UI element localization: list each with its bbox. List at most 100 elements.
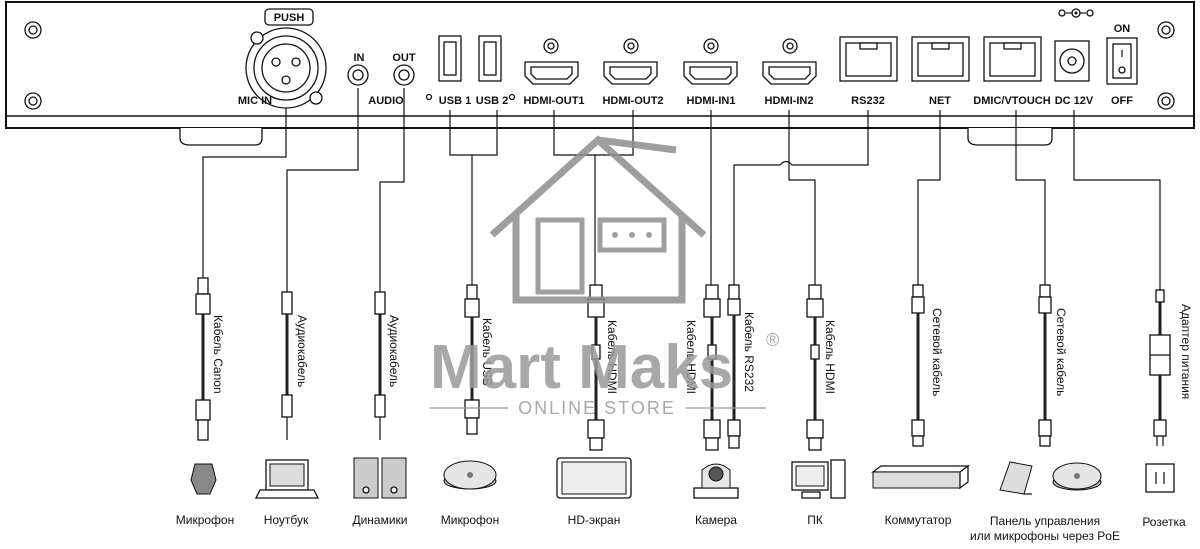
cable-label-rs232: Кабель RS232 — [742, 312, 756, 392]
device-label-laptop: Ноутбук — [264, 513, 309, 527]
xlr-port-icon: PUSH — [245, 8, 327, 109]
device-label-hd-screen: HD-экран — [568, 513, 621, 527]
microphone-icon — [190, 463, 217, 495]
cable-label-hdmi2: Кабель HDMI — [684, 320, 698, 394]
port-label-net: NET — [929, 95, 951, 107]
cable-label-network2: Сетевой кабель — [1054, 308, 1068, 396]
device-label-speakers: Динамики — [352, 513, 407, 527]
house-logo-icon — [489, 135, 707, 304]
cables — [195, 277, 1171, 451]
device-label-panel-line1: Панель управления — [990, 514, 1100, 528]
hdmi-cable-icon — [806, 284, 824, 451]
port-label-usb1: USB 1 — [439, 95, 471, 107]
device-label-microphone2: Микрофон — [441, 513, 499, 527]
conference-microphone-icon — [443, 460, 497, 490]
cable-label-audio1: Аудиокабель — [295, 315, 309, 387]
power-socket-icon — [1145, 463, 1175, 493]
hdmi-cable-icon — [587, 284, 605, 451]
hdmi-port-icon — [762, 38, 817, 85]
conference-microphone-icon — [1052, 462, 1102, 491]
line-mic-in — [202, 108, 287, 278]
line-net — [917, 110, 941, 285]
screw-icon — [24, 92, 42, 110]
line-usb-bridge — [449, 110, 498, 156]
network-switch-icon — [871, 464, 970, 490]
device-label-switch: Коммутатор — [885, 513, 952, 527]
audio-jack-icon — [393, 64, 415, 86]
hd-screen-icon — [556, 457, 632, 499]
line-rs232 — [733, 110, 869, 285]
device-label-pc: ПК — [807, 513, 823, 527]
cable-label-audio2: Аудиокабель — [387, 315, 401, 387]
line-audio-in — [286, 88, 359, 278]
cable-label-hdmi3: Кабель HDMI — [823, 320, 837, 394]
audio-cable-icon — [374, 278, 386, 440]
port-label-dmic-vtouch: DMIC/VTOUCH — [973, 95, 1050, 107]
devices: Микрофон Ноутбук Динамики Микрофон HD-эк… — [176, 457, 1186, 543]
push-label: PUSH — [274, 12, 305, 24]
camera-icon — [693, 463, 739, 499]
port-label-hdmi-in2: HDMI-IN2 — [765, 95, 814, 107]
screw-icon — [1157, 92, 1175, 110]
port-label-hdmi-out1: HDMI-OUT1 — [523, 95, 584, 107]
watermark-tagline: ONLINE STORE — [518, 398, 676, 418]
pc-icon — [791, 459, 846, 499]
port-label-audio: AUDIO — [368, 95, 404, 107]
device-back-panel: PUSH MIC IN IN OUT AUDIO USB 1 USB 2 — [5, 1, 1195, 146]
laptop-icon — [254, 459, 320, 499]
network-cable-icon — [1038, 284, 1052, 447]
power-off-label: OFF — [1111, 95, 1133, 107]
line-dc12v — [1073, 110, 1161, 280]
cable-label-usb: Кабель USB — [480, 318, 494, 386]
hdmi-cable-icon — [703, 284, 721, 451]
audio-cable-icon — [281, 278, 293, 440]
port-label-hdmi-out2: HDMI-OUT2 — [602, 95, 663, 107]
port-label-audio-out: OUT — [392, 52, 416, 64]
xlr-cable-icon — [195, 277, 211, 441]
port-label-mic-in: MIC IN — [238, 95, 272, 107]
device-foot-right — [967, 128, 1053, 146]
usb-port-icon — [478, 35, 502, 82]
rj45-port-icon — [983, 36, 1042, 82]
line-hdmi-in2 — [788, 110, 816, 285]
port-label-rs232: RS232 — [851, 95, 885, 107]
device-foot-left — [179, 128, 263, 146]
device-label-panel-line2: или микрофоны через PoE — [970, 529, 1120, 543]
network-cable-icon — [911, 284, 925, 447]
cable-label-power-adapter: Адаптер питания — [1179, 304, 1193, 399]
cable-label-canon: Кабель Canon — [211, 315, 225, 394]
port-label-dc12v: DC 12V — [1055, 95, 1094, 107]
watermark-registered: ® — [766, 330, 781, 350]
port-label-audio-in: IN — [354, 52, 365, 64]
power-on-label: ON — [1114, 23, 1131, 35]
screw-icon — [24, 21, 42, 39]
power-adapter-icon — [1149, 280, 1171, 446]
device-label-camera: Камера — [695, 513, 737, 527]
dc-power-port-icon — [1054, 40, 1090, 82]
rj45-port-icon — [911, 36, 970, 82]
cable-label-hdmi1: Кабель HDMI — [605, 320, 619, 394]
watermark: Mart Maks ® ONLINE STORE — [430, 135, 781, 418]
hdmi-port-icon — [524, 38, 579, 85]
line-hdmi-out-bridge — [553, 110, 634, 156]
power-switch-icon — [1106, 37, 1138, 85]
port-label-hdmi-in1: HDMI-IN1 — [687, 95, 736, 107]
device-label-socket: Розетка — [1142, 515, 1186, 529]
dc-polarity-icon — [1058, 8, 1094, 18]
device-label-microphone1: Микрофон — [176, 513, 234, 527]
port-label-usb2: USB 2 — [476, 95, 508, 107]
line-audio-out — [379, 88, 405, 278]
control-panel-icon — [999, 461, 1033, 495]
watermark-brand: Mart Maks — [430, 333, 733, 402]
hdmi-port-icon — [603, 38, 658, 85]
usb-port-icon — [438, 35, 462, 82]
rs232-cable-icon — [727, 284, 741, 449]
speakers-icon — [353, 457, 407, 499]
audio-jack-icon — [347, 64, 369, 86]
screw-icon — [1157, 21, 1175, 39]
rj45-port-icon — [839, 36, 898, 82]
line-dmic — [1015, 110, 1046, 285]
usb-cable-icon — [464, 284, 480, 435]
hdmi-port-icon — [683, 38, 738, 85]
